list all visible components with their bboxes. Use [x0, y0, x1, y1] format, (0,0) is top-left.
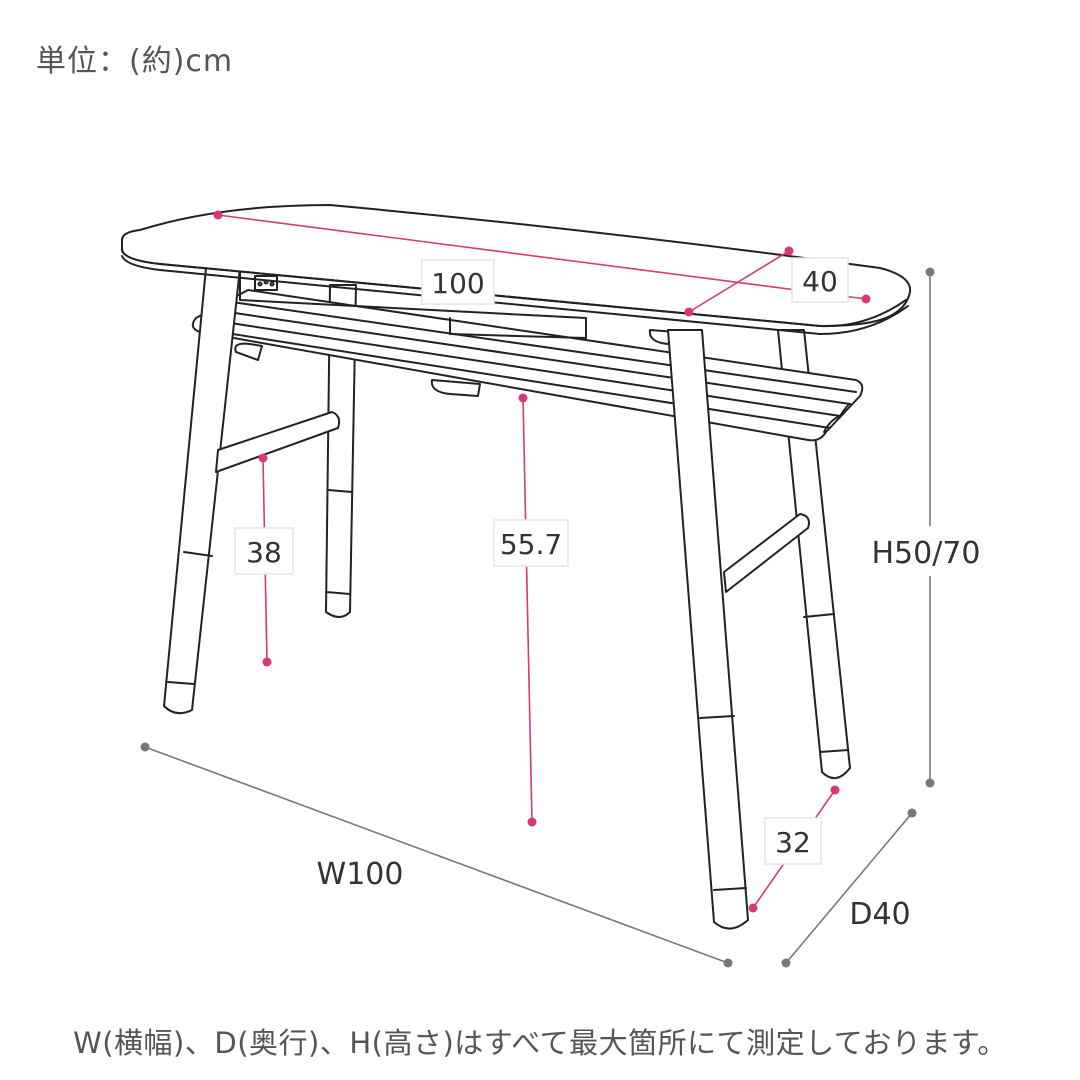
leg-back-left [325, 284, 357, 618]
dimension-labels: 100 40 55.7 38 32 H50/70 W100 D40 [234, 257, 990, 932]
crossbar-left [215, 411, 341, 473]
label-shelf-height: 55.7 [500, 528, 562, 561]
label-overall-height: H50/70 [871, 536, 980, 571]
unit-label: 単位：(約)cm [36, 44, 234, 79]
measurement-note: W(横幅)、D(奥行)、H(高さ)はすべて最大箇所にて測定しております。 [73, 1026, 1007, 1060]
bench-drawing [121, 204, 912, 930]
label-overall-depth: D40 [849, 897, 910, 932]
inner-dimension-lines [213, 210, 871, 913]
label-leg-span: 32 [775, 826, 811, 859]
label-top-length: 100 [431, 267, 484, 300]
leg-front-left [163, 267, 241, 715]
label-crossbar-height: 38 [246, 536, 282, 569]
crossbar-right [723, 513, 810, 593]
leg-front-right [667, 329, 749, 930]
label-top-depth: 40 [802, 265, 838, 298]
leg-back-right [777, 329, 851, 779]
label-overall-width: W100 [317, 857, 404, 892]
